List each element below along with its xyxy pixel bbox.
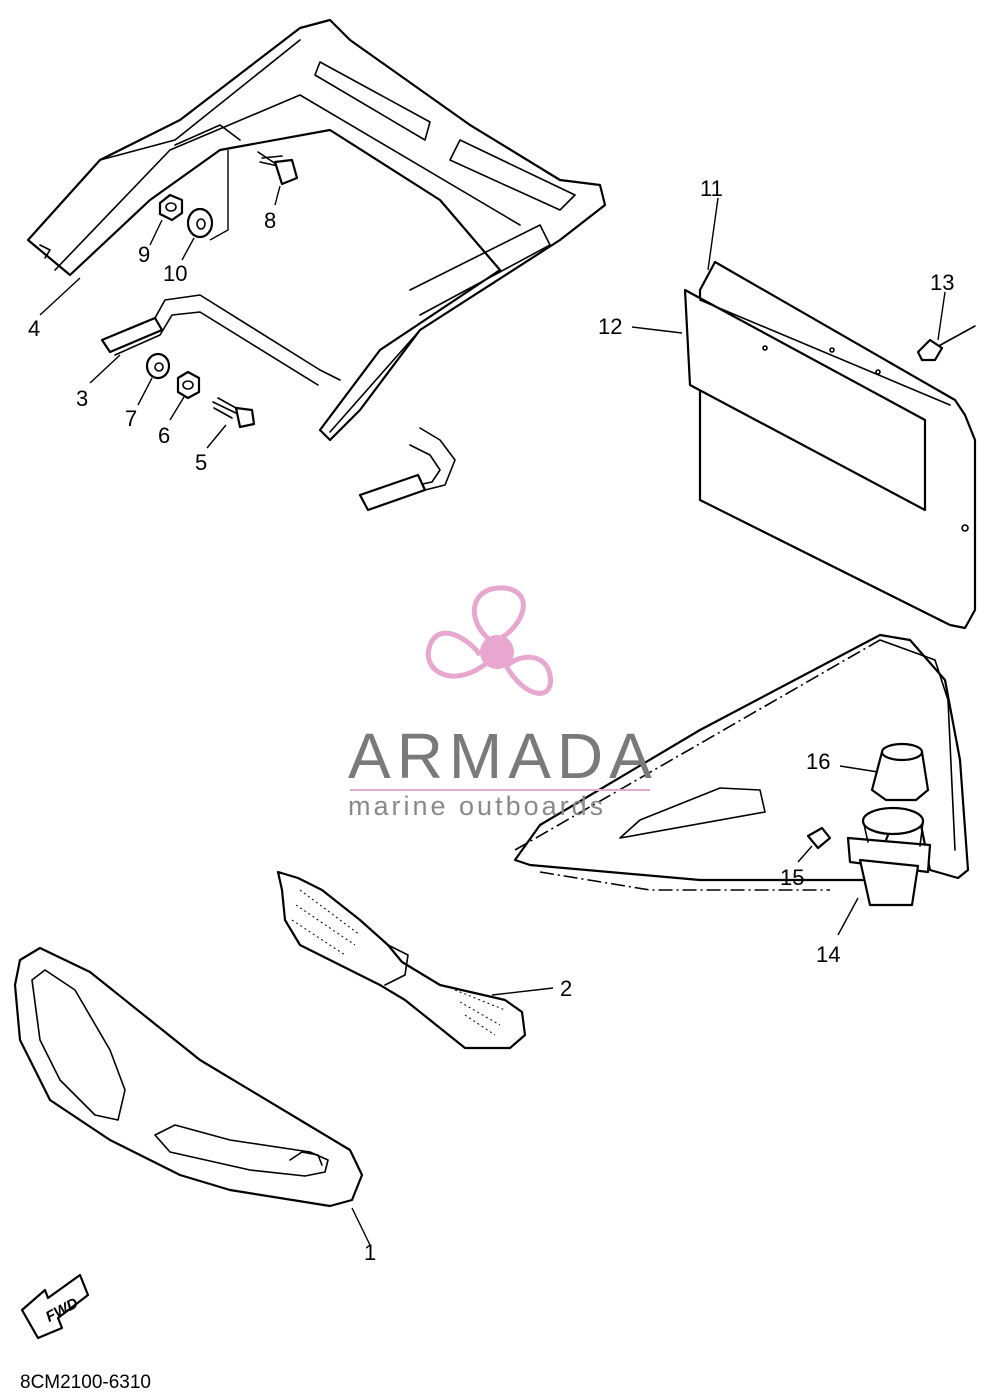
callout-10: 10 [163,261,187,286]
watermark-brand: ARMADA [348,720,658,792]
part-6-nut [176,370,201,400]
part-8-bolt [257,151,299,186]
callout-13: 13 [930,270,954,295]
part-3-rail [100,294,456,512]
callout-16: 16 [806,749,830,774]
part-10-washer [186,207,214,239]
watermark-tagline: marine outboards [348,791,606,821]
side-bracket [513,633,970,891]
callout-9: 9 [138,242,150,267]
part-7-washer [145,352,171,380]
drawing-code: 8CM2100-6310 [20,1372,151,1393]
callout-12: 12 [598,314,622,339]
callout-14: 14 [816,942,840,967]
callout-11: 11 [700,176,723,201]
part-5-bolt [212,397,256,429]
fwd-arrow-icon: FWD [20,1273,90,1340]
part-2-vent-strip [276,870,527,1050]
part-9-nut [158,193,184,222]
callout-5: 5 [195,450,207,475]
part-16-grommet [870,742,930,802]
part-4-upper-frame [26,18,607,442]
part-15-clip [806,826,832,850]
part-13-rivet [916,325,976,362]
callout-15: 15 [780,865,804,890]
callout-8: 8 [264,208,276,233]
armada-watermark: ARMADA marine outboards [348,585,658,821]
callout-4: 4 [28,316,40,341]
callout-7: 7 [125,406,137,431]
callout-6: 6 [158,423,170,448]
callout-2: 2 [560,976,572,1001]
part-1-front-cover [13,946,364,1208]
callout-1: 1 [364,1240,376,1265]
part-12-panel-plate [683,288,969,532]
propeller-logo-icon [425,585,553,696]
callout-3: 3 [76,386,88,411]
part-14-holder [846,806,932,907]
